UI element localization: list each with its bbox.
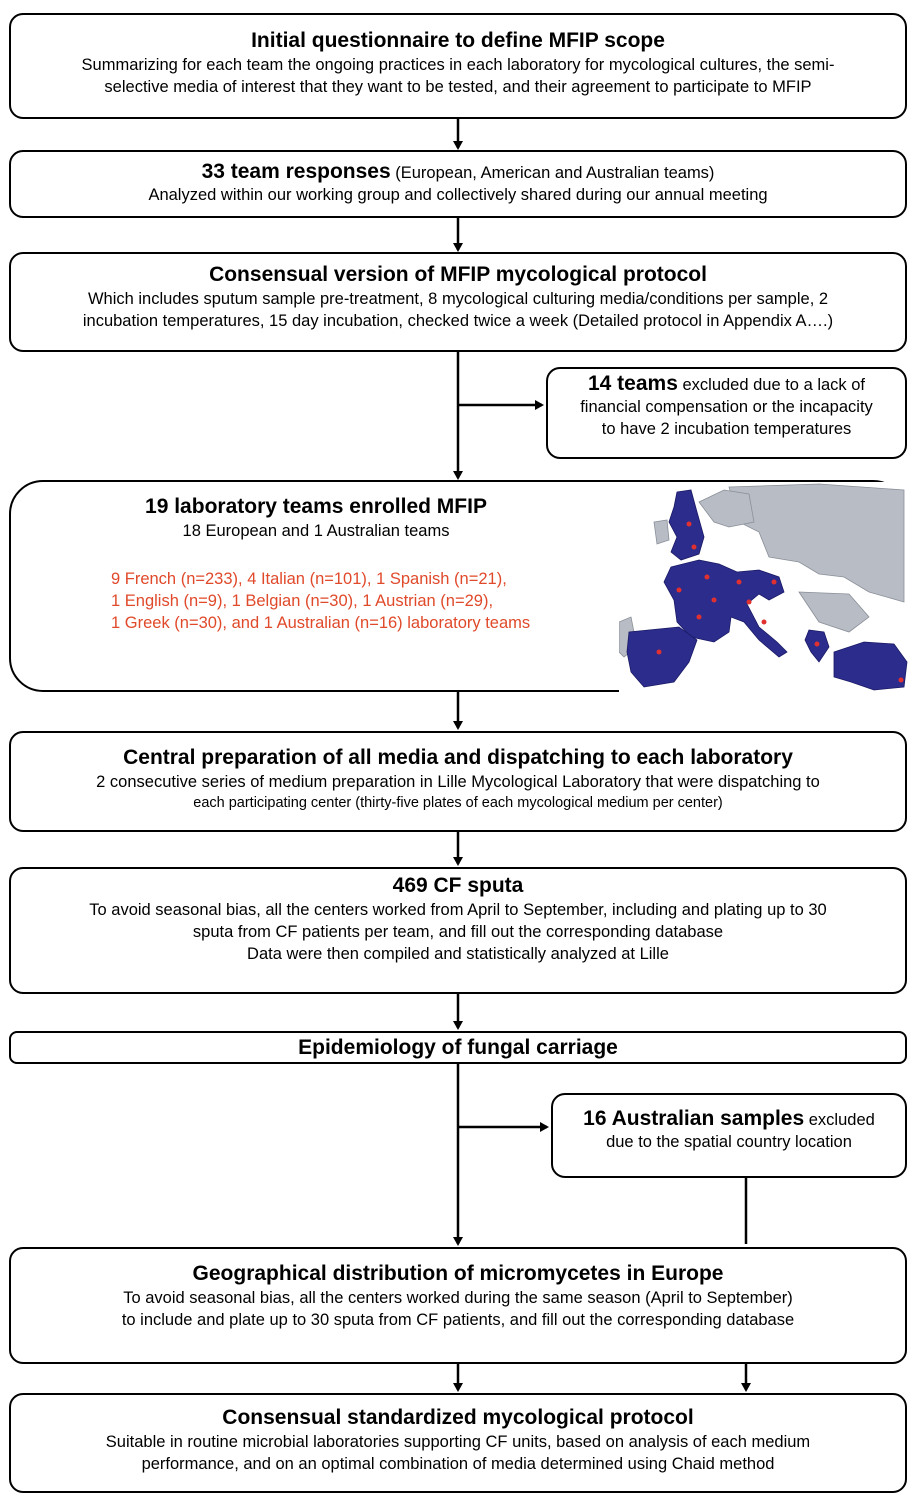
standardized-title: Consensual standardized mycological prot… xyxy=(222,1406,694,1429)
sputa-line1: To avoid seasonal bias, all the centers … xyxy=(89,901,827,919)
responses-line1: Analyzed within our working group and co… xyxy=(148,186,768,204)
australian-excluded-header: 16 Australian samples excluded xyxy=(553,1107,905,1131)
responses-count: 33 team responses xyxy=(201,160,391,183)
protocol-box: Consensual version of MFIP mycological p… xyxy=(9,252,907,352)
geography-line1: To avoid seasonal bias, all the centers … xyxy=(123,1289,793,1307)
preparation-line1: 2 consecutive series of medium preparati… xyxy=(96,773,820,791)
geography-line2: to include and plate up to 30 sputa from… xyxy=(121,1311,795,1329)
responses-origin: (European, American and Australian teams… xyxy=(390,164,715,182)
sputa-box: 469 CF sputa To avoid seasonal bias, all… xyxy=(9,867,907,994)
preparation-box: Central preparation of all media and dis… xyxy=(9,731,907,832)
geography-box: Geographical distribution of micromycete… xyxy=(9,1247,907,1364)
excluded-teams-reason: excluded due to a lack of xyxy=(677,376,866,394)
standardized-line1: Suitable in routine microbial laboratori… xyxy=(105,1433,811,1451)
australian-excluded-line2: due to the spatial country location xyxy=(606,1133,852,1151)
preparation-title: Central preparation of all media and dis… xyxy=(123,746,793,769)
protocol-line1: Which includes sputum sample pre-treatme… xyxy=(87,290,829,308)
questionnaire-line1: Summarizing for each team the ongoing pr… xyxy=(81,56,835,74)
geography-title: Geographical distribution of micromycete… xyxy=(192,1262,724,1285)
australian-excluded-box: 16 Australian samples excluded due to th… xyxy=(551,1093,907,1178)
excluded-teams-line2: financial compensation or the incapacity xyxy=(580,398,873,416)
flow-connectors xyxy=(453,119,751,1392)
protocol-title: Consensual version of MFIP mycological p… xyxy=(209,263,707,286)
enrolled-countries-line2: 1 English (n=9), 1 Belgian (n=30), 1 Aus… xyxy=(111,592,494,610)
epidemiology-title: Epidemiology of fungal carriage xyxy=(298,1036,618,1059)
excluded-teams-header: 14 teams excluded due to a lack of xyxy=(548,372,905,396)
preparation-line2: each participating center (thirty-five p… xyxy=(193,795,723,811)
sputa-line3: Data were then compiled and statisticall… xyxy=(247,945,669,963)
sputa-title: 469 CF sputa xyxy=(392,874,524,897)
enrolled-countries-line3: 1 Greek (n=30), and 1 Australian (n=16) … xyxy=(111,614,531,632)
questionnaire-title: Initial questionnaire to define MFIP sco… xyxy=(251,29,665,52)
enrolled-box: 19 laboratory teams enrolled MFIP 18 Eur… xyxy=(9,480,908,692)
enrolled-title: 19 laboratory teams enrolled MFIP xyxy=(145,495,487,518)
enrolled-subtitle: 18 European and 1 Australian teams xyxy=(182,522,450,540)
protocol-line2: incubation temperatures, 15 day incubati… xyxy=(82,312,834,330)
standardized-box: Consensual standardized mycological prot… xyxy=(9,1393,907,1493)
enrolled-countries-line1: 9 French (n=233), 4 Italian (n=101), 1 S… xyxy=(111,570,507,588)
europe-australia-map-icon xyxy=(619,482,908,692)
responses-title: 33 team responses (European, American an… xyxy=(11,160,905,184)
questionnaire-line2: selective media of interest that they wa… xyxy=(104,78,812,96)
sputa-line2: sputa from CF patients per team, and fil… xyxy=(192,923,724,941)
excluded-teams-line3: to have 2 incubation temperatures xyxy=(601,420,852,438)
questionnaire-box: Initial questionnaire to define MFIP sco… xyxy=(9,13,907,119)
excluded-teams-box: 14 teams excluded due to a lack of finan… xyxy=(546,367,907,459)
responses-box: 33 team responses (European, American an… xyxy=(9,150,907,218)
australian-excluded-word: excluded xyxy=(804,1111,875,1129)
australian-excluded-count: 16 Australian samples xyxy=(583,1107,805,1130)
standardized-line2: performance, and on an optimal combinati… xyxy=(141,1455,775,1473)
excluded-teams-count: 14 teams xyxy=(587,372,678,395)
epidemiology-box: Epidemiology of fungal carriage xyxy=(9,1031,907,1064)
